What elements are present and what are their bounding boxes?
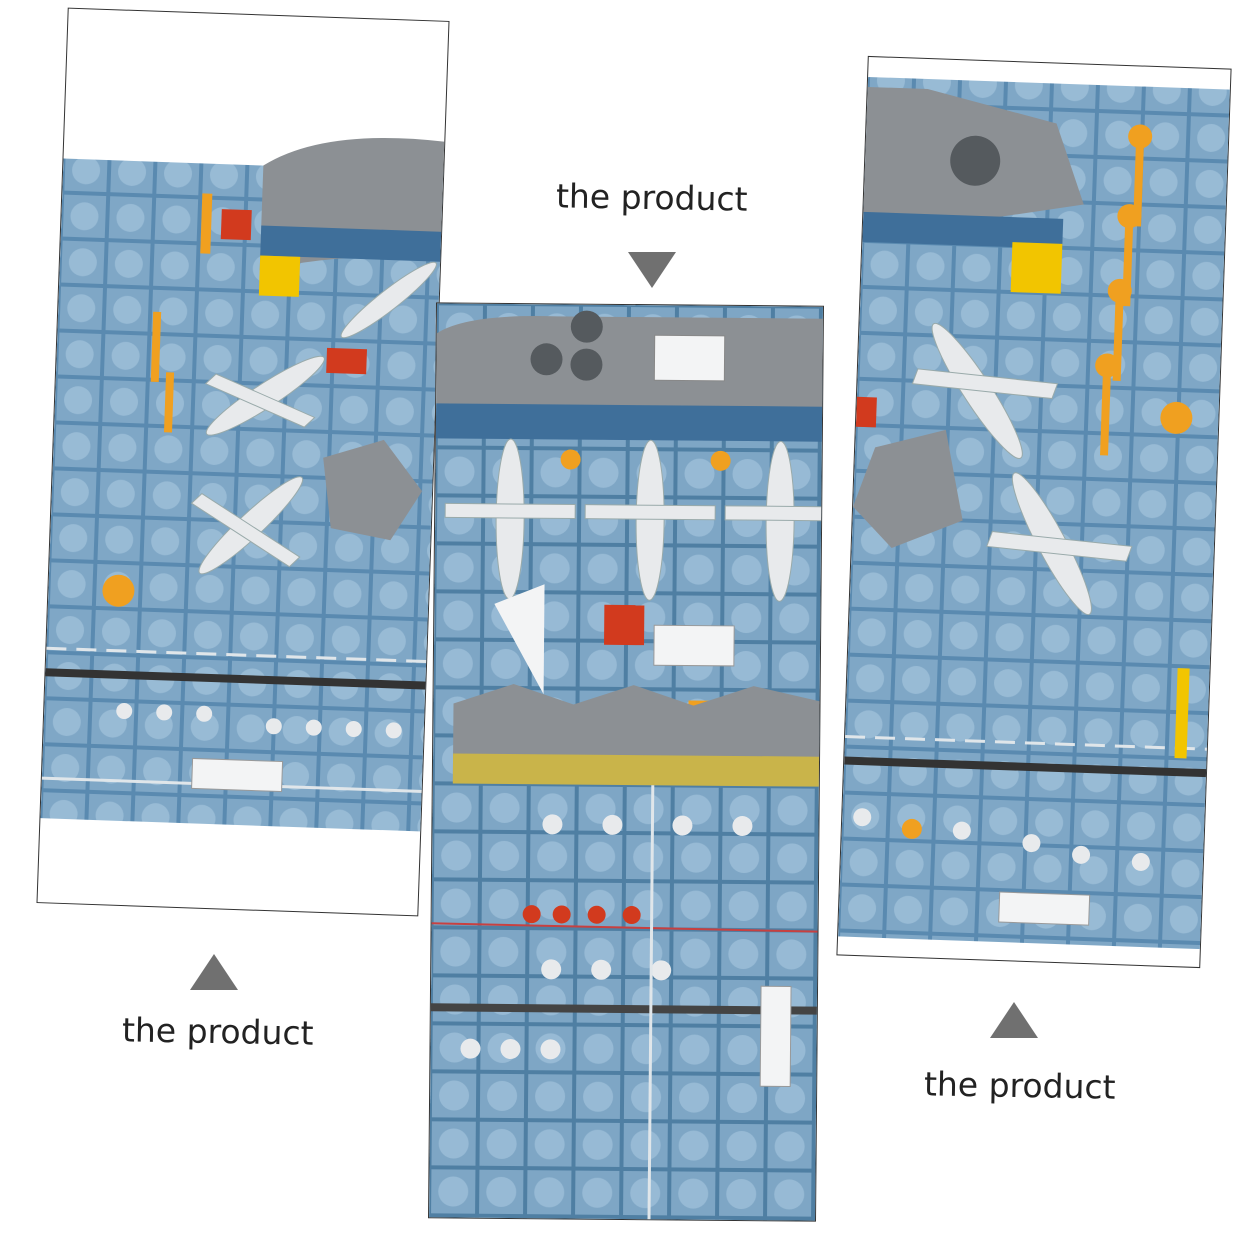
caption-left: the product <box>121 1010 314 1053</box>
triangle-up-icon <box>190 954 238 990</box>
triangle-down-icon <box>628 252 676 288</box>
airport-playset-photo-center <box>429 303 824 1222</box>
product-photo-center <box>428 302 824 1222</box>
triangle-up-icon <box>990 1002 1038 1038</box>
product-photo-right <box>836 55 1232 969</box>
airport-playset-photo-left <box>40 138 447 832</box>
airport-playset-photo-right <box>838 76 1232 950</box>
caption-center: the product <box>555 176 748 219</box>
product-photo-left <box>36 7 450 917</box>
caption-right: the product <box>923 1064 1116 1107</box>
